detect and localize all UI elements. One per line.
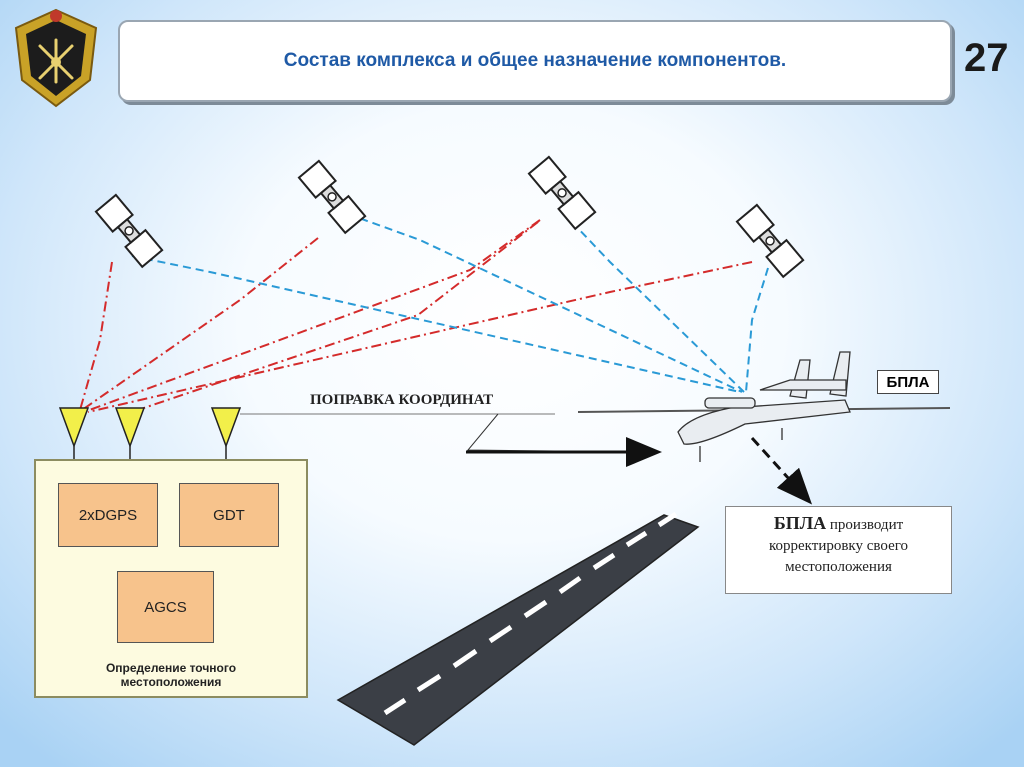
runway-icon — [336, 511, 700, 746]
satellite-icon — [297, 159, 367, 235]
gdt-module: GDT — [179, 483, 279, 547]
uav-label: БПЛА — [877, 370, 939, 394]
blue-link-sat4 — [745, 267, 769, 393]
result-line1-lead: БПЛА — [773, 513, 827, 533]
result-box: БПЛА производит корректировку своего мес… — [725, 506, 952, 594]
blue-links — [131, 213, 769, 393]
red-link-sat4 — [87, 261, 753, 413]
blue-link-sat2 — [347, 213, 743, 393]
correction-label: ПОПРАВКА КООРДИНАТ — [310, 392, 494, 408]
satellite-icon — [527, 155, 597, 231]
red-link-sat2 — [81, 237, 319, 411]
title-box: Состав комплекса и общее назначение комп… — [118, 20, 952, 102]
result-line3: местоположения — [785, 559, 892, 575]
page-number: 27 — [964, 36, 1009, 80]
correction-connector — [466, 413, 651, 453]
result-line1: БПЛА производит — [726, 513, 951, 536]
blue-link-sat3 — [571, 221, 745, 393]
agcs-module: AGCS — [117, 571, 214, 643]
emblem-icon — [14, 8, 98, 108]
station-caption: Определение точного местоположения — [36, 661, 306, 689]
uav-icon — [577, 351, 951, 462]
red-link-sat3b — [131, 221, 539, 413]
station-caption-line1: Определение точного — [105, 661, 237, 675]
red-link-sat1 — [79, 261, 113, 411]
red-links — [79, 219, 753, 413]
result-arrow — [750, 436, 813, 505]
ground-station: 2xDGPS GDT AGCS Определение точного мест… — [34, 459, 308, 698]
station-caption-line2: местоположения — [120, 675, 222, 689]
satellite-icon — [735, 203, 805, 279]
satellite-icon — [94, 193, 164, 269]
page-title: Состав комплекса и общее назначение комп… — [283, 50, 787, 71]
blue-link-sat1 — [131, 255, 741, 393]
red-link-sat3 — [83, 219, 541, 413]
result-line2: корректировку своего — [768, 538, 909, 554]
result-line1-rest: производит — [826, 517, 904, 533]
dgps-module: 2xDGPS — [58, 483, 158, 547]
